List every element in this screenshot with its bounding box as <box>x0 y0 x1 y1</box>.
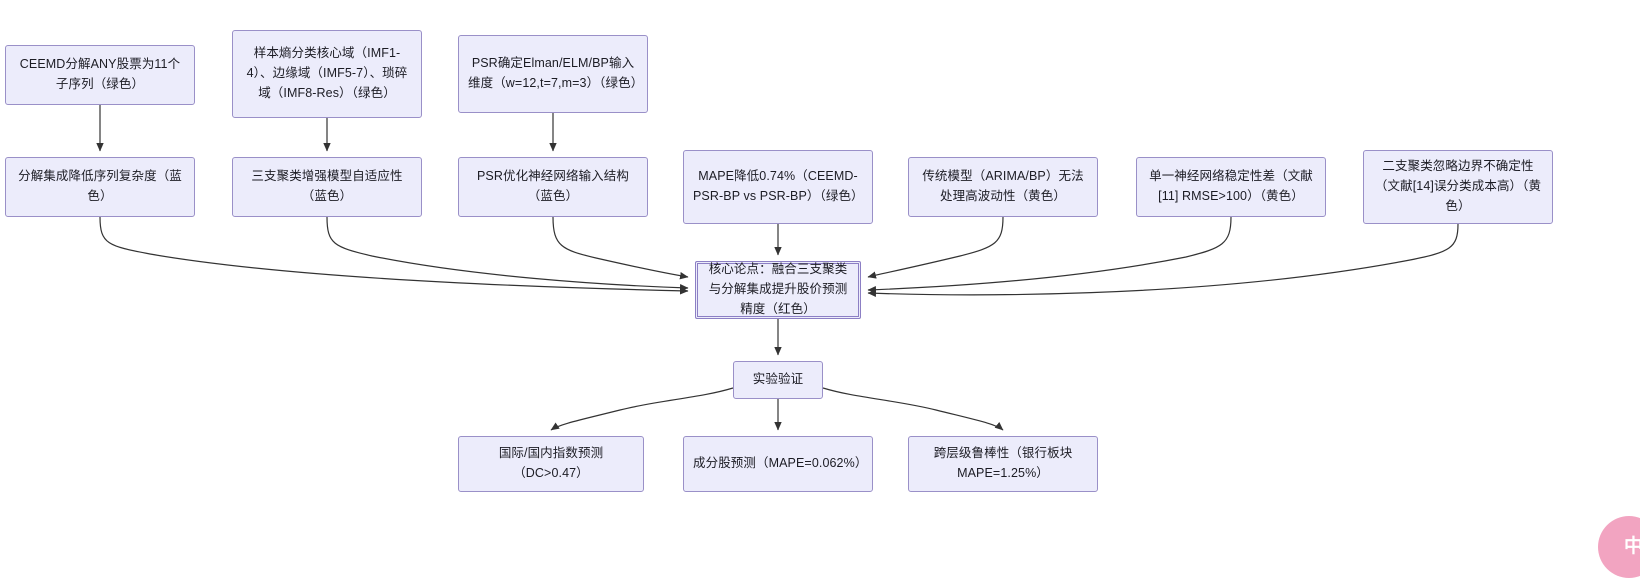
node-label: 实验验证 <box>752 372 804 387</box>
node-label: 跨层级鲁棒性（银行板块MAPE=1.25%） <box>933 446 1073 480</box>
node-constituent-stock-forecast[interactable]: 成分股预测（MAPE=0.062%） <box>683 436 873 492</box>
node-mape-improvement[interactable]: MAPE降低0.74%（CEEMD-PSR-BP vs PSR-BP）（绿色） <box>683 150 873 224</box>
node-label: 传统模型（ARIMA/BP）无法处理高波动性（黄色） <box>922 169 1084 203</box>
node-label: MAPE降低0.74%（CEEMD-PSR-BP vs PSR-BP）（绿色） <box>693 169 864 203</box>
node-ceemd-decompose[interactable]: CEEMD分解ANY股票为11个子序列（绿色） <box>5 45 195 105</box>
edge-n8-core <box>867 216 1004 279</box>
node-label: 分解集成降低序列复杂度（蓝色） <box>18 169 182 203</box>
node-three-way-clustering-adaptivity[interactable]: 三支聚类增强模型自适应性（蓝色） <box>232 157 422 217</box>
node-experimental-validation[interactable]: 实验验证 <box>733 361 823 399</box>
node-label: 国际/国内指数预测（DC>0.47） <box>498 446 604 480</box>
node-label: 核心论点：融合三支聚类与分解集成提升股价预测精度（红色） <box>708 262 848 316</box>
node-label: 单一神经网络稳定性差（文献[11] RMSE>100）（黄色） <box>1149 169 1313 203</box>
watermark-text: 中 <box>1623 534 1640 557</box>
node-core-thesis[interactable]: 核心论点：融合三支聚类与分解集成提升股价预测精度（红色） <box>695 261 861 319</box>
node-two-way-clustering-limitation[interactable]: 二支聚类忽略边界不确定性（文献[14]误分类成本高）（黄色） <box>1363 150 1553 224</box>
node-single-nn-instability[interactable]: 单一神经网络稳定性差（文献[11] RMSE>100）（黄色） <box>1136 157 1326 217</box>
node-traditional-model-limitation[interactable]: 传统模型（ARIMA/BP）无法处理高波动性（黄色） <box>908 157 1098 217</box>
edge-n4-core <box>99 216 689 295</box>
edge-n9-core <box>867 216 1232 294</box>
node-label: 成分股预测（MAPE=0.062%） <box>693 456 868 471</box>
node-label: CEEMD分解ANY股票为11个子序列（绿色） <box>19 57 181 91</box>
node-psr-optimize-structure[interactable]: PSR优化神经网络输入结构（蓝色） <box>458 157 648 217</box>
watermark-badge: 中 <box>1598 516 1640 578</box>
edge-n11-n14 <box>822 387 1004 431</box>
node-cross-level-robustness[interactable]: 跨层级鲁棒性（银行板块MAPE=1.25%） <box>908 436 1098 492</box>
edge-n6-core <box>552 216 689 280</box>
node-psr-input-dimension[interactable]: PSR确定Elman/ELM/BP输入维度（w=12,t=7,m=3）（绿色） <box>458 35 648 113</box>
node-label: PSR确定Elman/ELM/BP输入维度（w=12,t=7,m=3）（绿色） <box>468 56 644 90</box>
node-index-forecast[interactable]: 国际/国内指数预测（DC>0.47） <box>458 436 644 492</box>
node-decompose-reduce-complexity[interactable]: 分解集成降低序列复杂度（蓝色） <box>5 157 195 217</box>
node-sample-entropy-classify[interactable]: 样本熵分类核心域（IMF1-4）、边缘域（IMF5-7）、琐碎域（IMF8-Re… <box>232 30 422 118</box>
edge-n10-core <box>867 223 1459 297</box>
node-label: PSR优化神经网络输入结构（蓝色） <box>476 169 629 203</box>
node-label: 二支聚类忽略边界不确定性（文献[14]误分类成本高）（黄色） <box>1374 159 1542 213</box>
node-label: 三支聚类增强模型自适应性（蓝色） <box>251 169 403 203</box>
node-label: 样本熵分类核心域（IMF1-4）、边缘域（IMF5-7）、琐碎域（IMF8-Re… <box>246 46 408 100</box>
edge-n11-n12 <box>550 387 734 431</box>
edge-n5-core <box>326 216 689 292</box>
